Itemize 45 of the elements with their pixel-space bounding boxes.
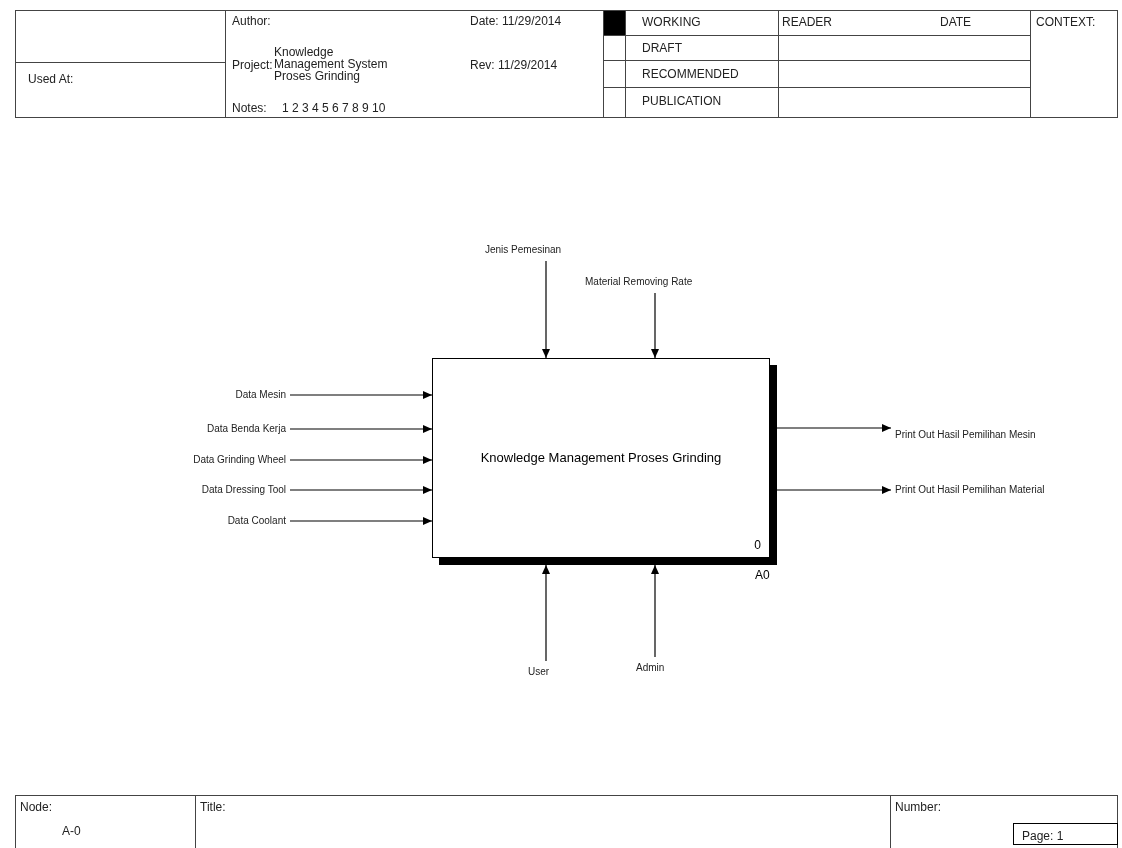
arrow-label: Data Dressing Tool: [201, 483, 286, 497]
arrow: [542, 564, 550, 662]
arrow: [289, 391, 433, 399]
form-label: Number:: [895, 799, 941, 816]
arrow-label: User: [528, 665, 550, 679]
arrow: [776, 486, 892, 494]
form-label: Node:: [20, 799, 53, 816]
arrow: [289, 456, 433, 464]
arrow-label: Print Out Hasil Pemilihan Material: [895, 483, 1045, 497]
form-label: PUBLICATION: [642, 93, 722, 110]
activity-number: 0: [754, 537, 761, 554]
form-label: DRAFT: [642, 40, 682, 57]
form-label: Date: 11/29/2014: [470, 13, 562, 30]
arrow-label: Data Benda Kerja: [207, 422, 286, 436]
arrow-label: Admin: [636, 661, 665, 675]
form-label: Project:: [232, 57, 273, 74]
arrow: [289, 486, 433, 494]
arrow-label: Data Coolant: [227, 514, 286, 528]
arrow-label: Material Removing Rate: [585, 275, 693, 289]
arrow: [289, 425, 433, 433]
form-label: WORKING: [642, 14, 701, 31]
arrow-label: Data Grinding Wheel: [193, 453, 286, 467]
form-label: READER: [782, 14, 832, 31]
arrow-label: Data Mesin: [235, 388, 286, 402]
form-label: Knowledge Management System Proses Grinding: [274, 46, 389, 82]
page-number: Page: 1: [1013, 823, 1118, 845]
form-label: Rev: 11/29/2014: [470, 57, 558, 74]
activity-label: Knowledge Management Proses Grinding: [479, 449, 723, 467]
form-label: CONTEXT:: [1036, 14, 1096, 31]
arrow: [542, 260, 550, 359]
arrow-label: Print Out Hasil Pemilihan Mesin: [895, 428, 1036, 442]
arrow: [651, 564, 659, 658]
form-label: A-0: [62, 823, 81, 840]
form-label: Title:: [200, 799, 226, 816]
form-label: Used At:: [28, 71, 74, 88]
arrow: [776, 424, 892, 432]
form-label: Author:: [232, 13, 271, 30]
arrow-label: Jenis Pemesinan: [485, 243, 562, 257]
form-label: Notes:: [232, 100, 267, 117]
arrow: [289, 517, 433, 525]
form-label: 1 2 3 4 5 6 7 8 9 10: [282, 100, 386, 117]
arrow: [651, 292, 659, 359]
node-reference: A0: [755, 567, 770, 584]
form-label: DATE: [940, 14, 972, 31]
form-label: RECOMMENDED: [642, 66, 739, 83]
